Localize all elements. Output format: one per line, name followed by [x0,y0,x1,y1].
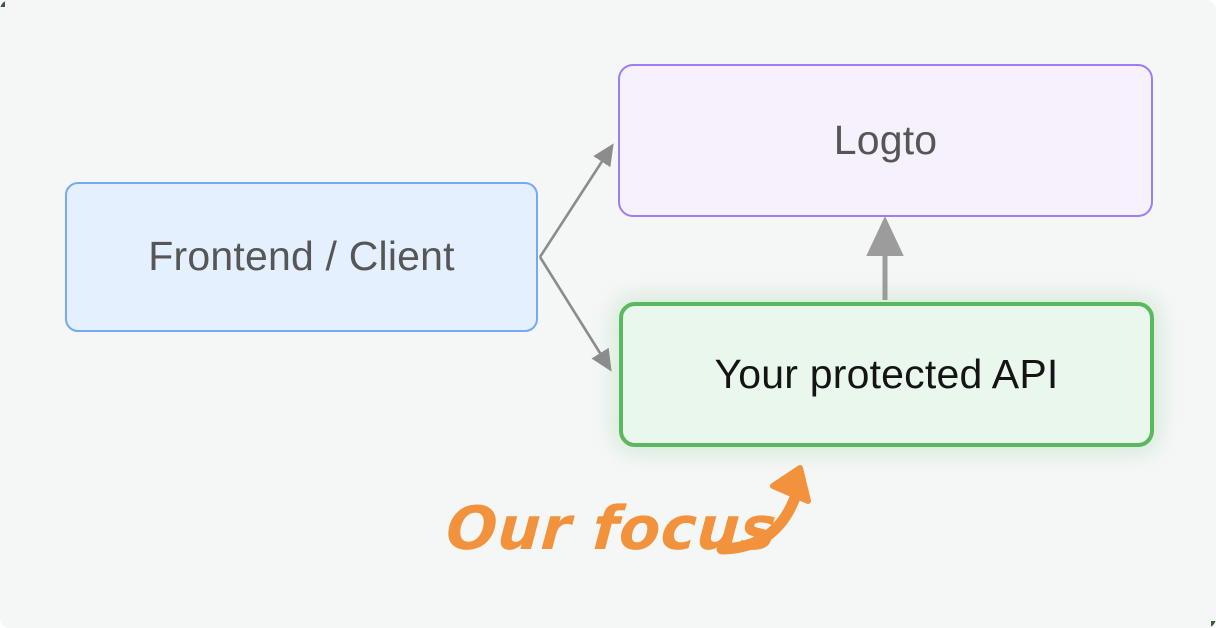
node-logto[interactable]: Logto [618,64,1153,217]
corner-mark-top-left [0,0,5,7]
corner-mark-bottom-right [1211,621,1216,628]
node-frontend-client-label: Frontend / Client [148,233,455,280]
node-your-protected-api-label: Your protected API [714,350,1059,397]
node-frontend-client[interactable]: Frontend / Client [65,182,538,332]
focus-annotation-label: Our focus [444,494,779,564]
edge-frontend-to-api [538,256,612,372]
node-logto-label: Logto [833,116,938,163]
edge-frontend-to-logto [538,143,614,258]
node-your-protected-api[interactable]: Your protected API [619,302,1154,447]
focus-annotation: Our focus [444,494,779,564]
